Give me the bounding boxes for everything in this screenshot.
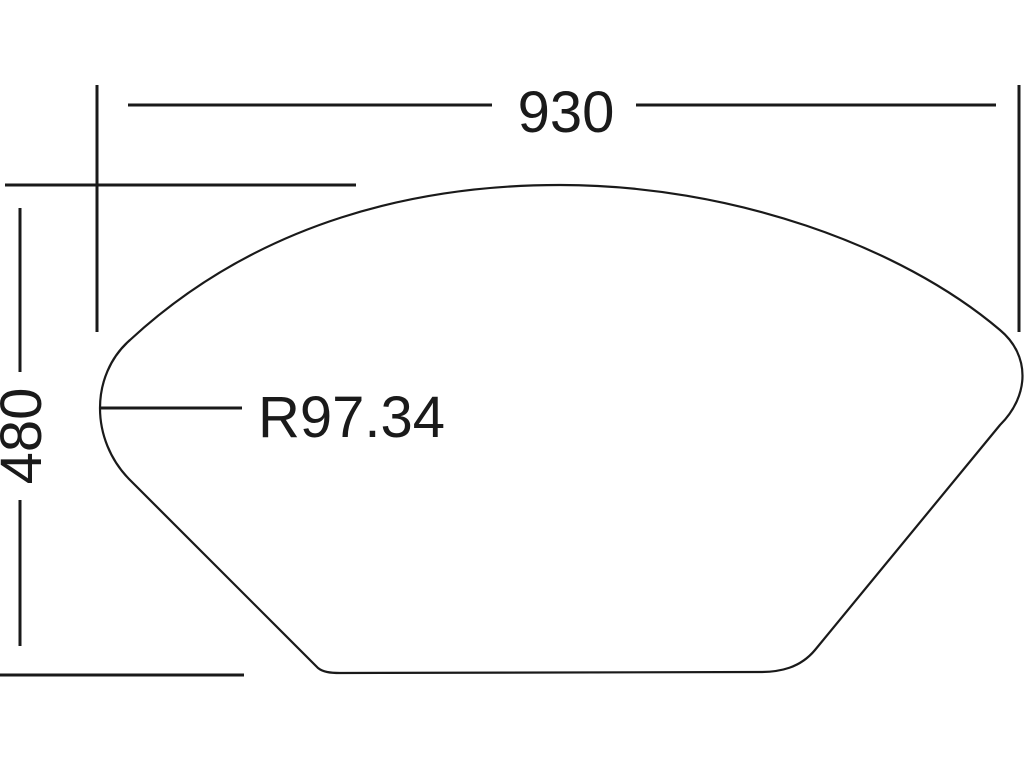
tabletop-outline [98, 183, 1024, 675]
width-dimension-label: 930 [518, 80, 615, 145]
radius-dimension-label: R97.34 [258, 385, 445, 450]
height-dimension-label: 480 [0, 388, 54, 485]
